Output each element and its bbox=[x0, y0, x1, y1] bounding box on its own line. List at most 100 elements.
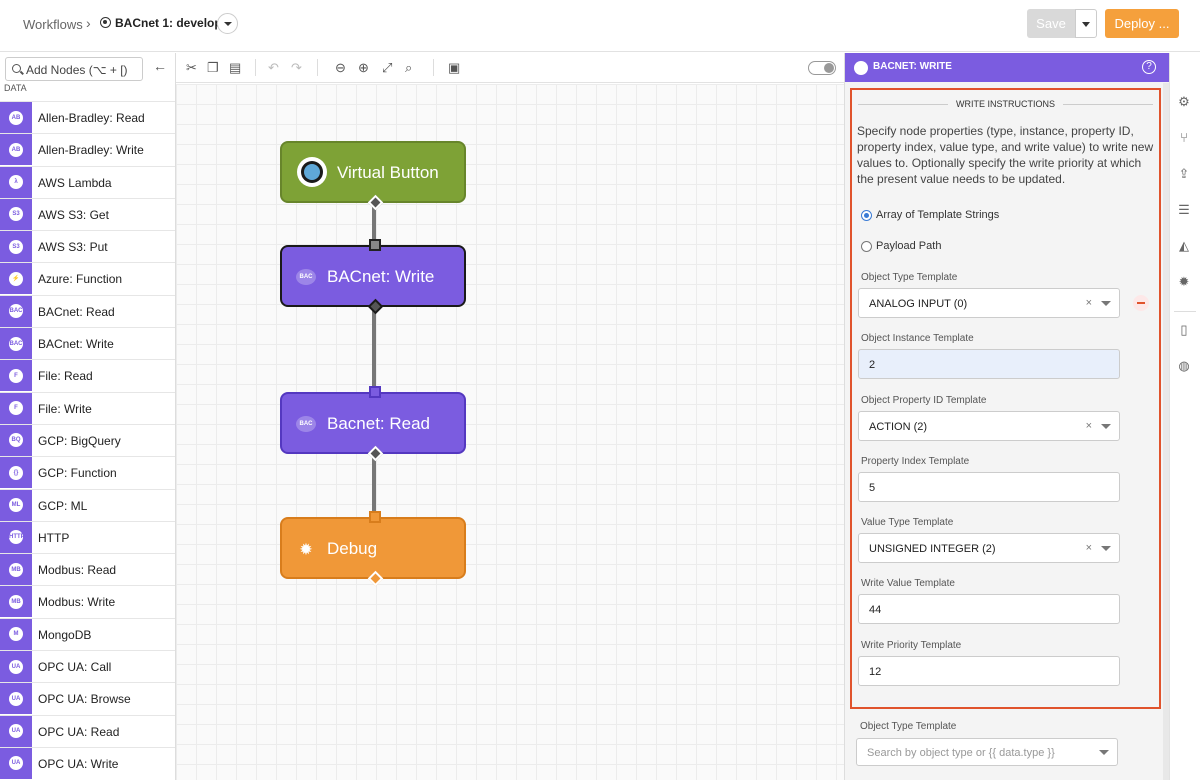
clear-icon[interactable]: × bbox=[1085, 542, 1092, 554]
connector-wire bbox=[372, 307, 376, 392]
clear-icon[interactable]: × bbox=[1085, 297, 1092, 309]
input-port[interactable] bbox=[369, 386, 381, 398]
object-type-search-select[interactable]: Search by object type or {{ data.type }} bbox=[856, 738, 1118, 766]
opc-ua-icon: UA bbox=[0, 715, 32, 747]
toolbar-divider bbox=[255, 59, 256, 76]
paste-icon[interactable]: ▤ bbox=[229, 60, 242, 75]
chart-icon[interactable]: ◭ bbox=[1179, 238, 1189, 253]
output-port[interactable] bbox=[367, 445, 384, 462]
opc-ua-icon: UA bbox=[0, 683, 32, 715]
node-bacnet-read[interactable]: BAC Bacnet: Read bbox=[280, 386, 466, 462]
zoom-reset-icon[interactable]: ⌕ bbox=[405, 60, 413, 75]
aws-s3-icon: S3 bbox=[0, 231, 32, 263]
rail-divider bbox=[1174, 311, 1196, 312]
property-id-select[interactable]: ACTION (2) × bbox=[858, 411, 1120, 441]
chevron-down-icon[interactable] bbox=[1101, 301, 1111, 306]
cut-icon[interactable]: ✂ bbox=[186, 60, 197, 75]
workflow-canvas[interactable]: Virtual Button BAC BACnet: Write BAC Bac… bbox=[176, 84, 844, 780]
workflow-menu-button[interactable] bbox=[217, 13, 238, 34]
node-title: Virtual Button bbox=[337, 163, 439, 182]
deploy-button[interactable]: Deploy ... bbox=[1105, 9, 1179, 38]
save-options-button[interactable] bbox=[1075, 9, 1097, 38]
chevron-down-icon[interactable] bbox=[1099, 750, 1109, 755]
radio-payload-path[interactable] bbox=[861, 241, 872, 252]
database-icon[interactable]: ☰ bbox=[1178, 202, 1190, 217]
breadcrumb-workflows[interactable]: Workflows bbox=[23, 17, 83, 32]
toolbar-divider bbox=[433, 59, 434, 76]
write-value-input[interactable]: 44 bbox=[858, 594, 1120, 624]
copy-icon[interactable]: ❐ bbox=[207, 60, 219, 75]
toolbar-divider bbox=[317, 59, 318, 76]
chevron-down-icon[interactable] bbox=[1101, 424, 1111, 429]
bacnet-icon: BAC bbox=[296, 416, 316, 432]
panel-scrollbar[interactable] bbox=[1163, 83, 1169, 780]
write-priority-input[interactable]: 12 bbox=[858, 656, 1120, 686]
search-icon bbox=[12, 64, 21, 73]
node-bacnet-write[interactable]: BAC BACnet: Write bbox=[280, 239, 466, 315]
object-type-select[interactable]: ANALOG INPUT (0) × bbox=[858, 288, 1120, 318]
branch-icon[interactable]: ⑂ bbox=[1180, 130, 1188, 145]
property-index-input[interactable]: 5 bbox=[858, 472, 1120, 502]
live-toggle[interactable] bbox=[808, 61, 836, 75]
output-port[interactable] bbox=[367, 570, 384, 587]
collapse-palette-icon[interactable]: ← bbox=[153, 58, 167, 74]
palette-category: DATA bbox=[4, 83, 27, 93]
comment-icon[interactable]: ▣ bbox=[448, 60, 461, 75]
http-icon: HTTP bbox=[0, 521, 32, 553]
bacnet-icon bbox=[854, 61, 868, 75]
write-value-label: Write Value Template bbox=[861, 578, 955, 589]
chevron-down-icon[interactable] bbox=[1101, 546, 1111, 551]
object-instance-input[interactable]: 2 bbox=[858, 349, 1120, 379]
clear-icon[interactable]: × bbox=[1085, 420, 1092, 432]
palette-item[interactable]: ⚡Azure: Function bbox=[0, 262, 175, 295]
output-port[interactable] bbox=[367, 298, 384, 315]
radio-array-template[interactable] bbox=[861, 210, 872, 221]
redo-icon[interactable]: ↷ bbox=[291, 60, 302, 75]
zoom-out-icon[interactable]: ⊖ bbox=[335, 60, 346, 75]
save-button[interactable]: Save bbox=[1027, 9, 1075, 38]
input-port[interactable] bbox=[369, 239, 381, 251]
add-nodes-search[interactable]: Add Nodes (⌥ + [) bbox=[5, 57, 143, 81]
fit-view-icon[interactable]: ⤢ bbox=[382, 60, 393, 75]
bug-settings-icon[interactable]: ✹ bbox=[1178, 274, 1190, 289]
node-virtual-button[interactable]: Virtual Button bbox=[280, 141, 466, 211]
aws-s3-icon: S3 bbox=[0, 198, 32, 230]
palette-item[interactable]: {}GCP: Function bbox=[0, 456, 175, 489]
undo-icon[interactable]: ↶ bbox=[268, 60, 279, 75]
upload-icon[interactable]: ⇪ bbox=[1178, 166, 1190, 181]
output-port[interactable] bbox=[367, 194, 384, 211]
value-type-select[interactable]: UNSIGNED INTEGER (2) × bbox=[858, 533, 1120, 563]
gear-icon[interactable]: ⚙ bbox=[1178, 94, 1190, 109]
help-icon[interactable]: ? bbox=[1142, 60, 1156, 74]
value-type-label: Value Type Template bbox=[861, 517, 954, 528]
object-type-label: Object Type Template bbox=[861, 272, 958, 283]
workflow-icon bbox=[100, 17, 111, 28]
zoom-in-icon[interactable]: ⊕ bbox=[358, 60, 369, 75]
device-icon[interactable]: ▯ bbox=[1180, 322, 1188, 337]
modbus-icon: MB bbox=[0, 554, 32, 586]
remove-template-button[interactable] bbox=[1133, 295, 1149, 311]
globe-icon[interactable]: ◍ bbox=[1178, 358, 1190, 373]
input-port[interactable] bbox=[369, 511, 381, 523]
node-debug[interactable]: ✹ Debug bbox=[280, 511, 466, 587]
